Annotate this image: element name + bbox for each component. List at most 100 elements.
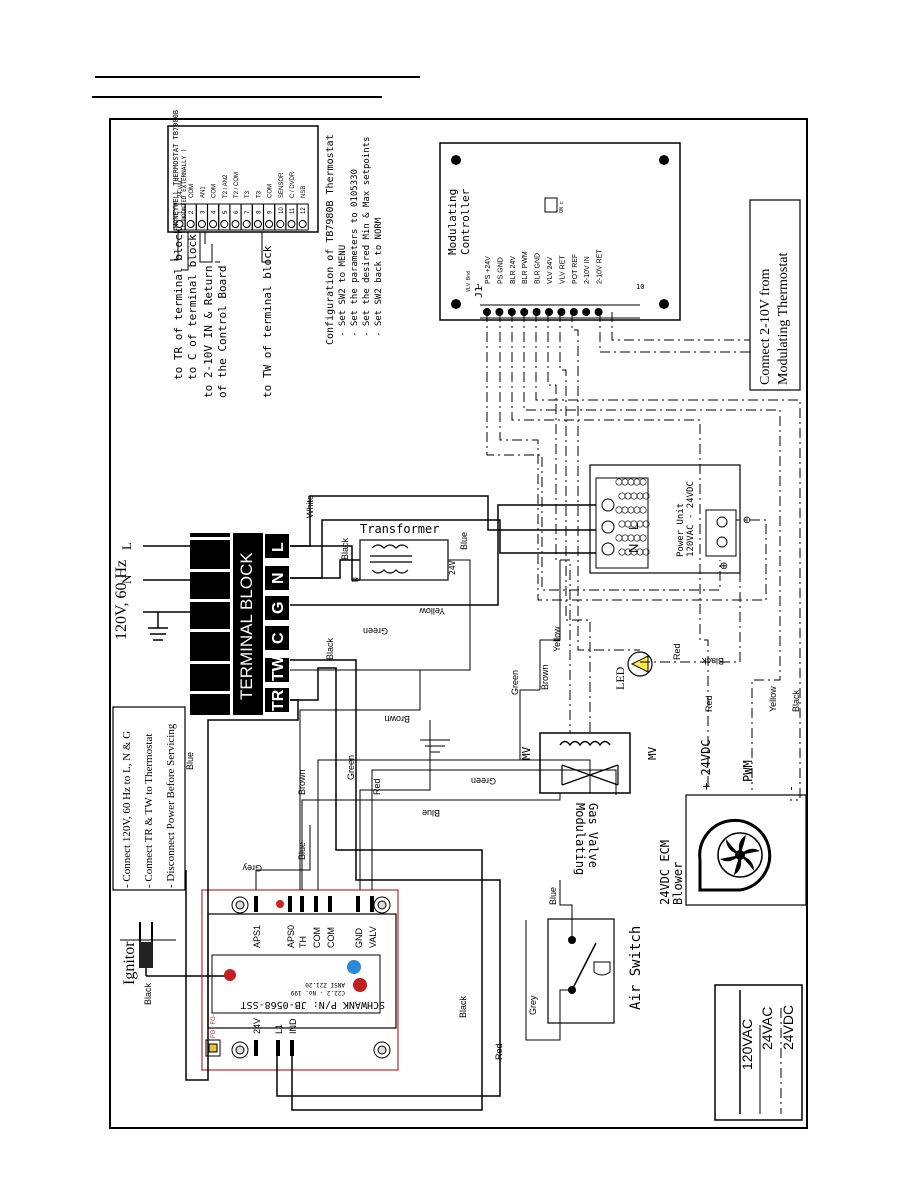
thermostat-terminal-num: 6 [234,210,240,214]
controller-pin-label: PS +24V [485,256,492,284]
controller-pin-label: 2-10V IN [584,256,591,284]
blower-plus: + 24VDC [699,739,713,790]
ignition-top-terminal: COM [312,927,322,948]
thermostat-terminal-label: C / DVDR [290,171,296,198]
note-control-board: of the Control Board [216,266,229,398]
wire-label-brown-3: Brown [297,769,307,795]
air-switch: Air Switch [547,918,644,1024]
power-unit-plus: ⊕ [719,562,730,570]
controller-pin-label: POT REF [572,254,579,284]
instructions: - Connect 120V, 60 Hz to L, N & G - Conn… [112,706,186,891]
controller-pin-first: 1 [476,283,480,291]
thermostat-terminal-label: T2 / AN2 [223,174,229,198]
config-step-1: - Set SW2 to MENU [338,245,348,337]
thermostat-terminal-label: AN1 [200,186,206,198]
config-step-4: - Set SW2 back to NORM [374,217,384,337]
thermostat-terminal-label: T2 / COM [234,172,240,198]
wire-label-grey-1: Grey [242,863,262,873]
thermostat: HONEYWELL THERMOSTAT TB7980B ( MOUNTED E… [167,110,384,398]
blower-title-2: Blower [671,862,685,905]
wire-label-green-1: Green [363,626,388,636]
wire-label-blue-3: Blue [185,752,195,770]
thermostat-terminal-num: 8 [256,210,262,214]
controller-pin-label: PS GND [497,257,504,284]
terminal-block-title: TERMINAL BLOCK [237,552,256,700]
power-supply: 120V, 60 Hz L N [113,542,190,641]
thermostat-terminal-num: 9 [268,210,274,214]
wires-24vac [255,559,617,1041]
legend-120vac: 120VAC [739,1019,755,1070]
thermostat-title: HONEYWELL THERMOSTAT TB7980B [172,110,180,228]
note-to-2-10v: to 2-10V IN & Return [202,266,215,398]
thermostat-terminal-label: COM [212,184,218,198]
ignition-bottom-terminal: L1 [274,1024,284,1034]
transformer-24v: 24V [448,560,457,575]
controller-pin-label: BLR 24V [510,256,517,284]
wire-label-red-4: Red [494,1043,504,1060]
config-step-3: - Set the desired Min & Max setpoints [362,137,372,337]
thermostat-terminal-num: 3 [200,210,206,214]
transformer-title: Transformer [360,522,439,536]
thermostat-note: ( MOUNTED EXTERNALLY ) [181,149,188,228]
terminal-c: C [270,632,287,644]
controller-pin-label: BLR GND [535,253,542,284]
thermostat-terminal-label: COM [189,184,195,198]
wire-label-red-3: Red [372,778,382,795]
wire-label-brown-2: Brown [384,714,410,724]
led-label: LED [613,666,627,690]
wire-label-white: White [305,495,315,518]
power-unit-title: Power Unit [676,503,686,557]
power-unit-minus: ⊖ [742,516,753,524]
controller-title-2: Controller [459,188,472,255]
terminal-g: G [270,602,287,614]
blower-pwm: PWM [741,760,755,782]
wires-24vdc [486,312,801,801]
modulating-controller: Modulating Controller VLV Bnd J1 1 10 ON… [439,142,681,321]
header-rule-bottom [92,96,382,98]
wire-label-black-1: Black [340,537,350,560]
ignition-part: SCHWANK P/N: JB-0568-SST [241,999,386,1010]
ignition-top-terminal: GND [354,928,364,949]
diagram-frame [109,118,808,1129]
controller-title: Modulating [446,189,459,255]
wire-label-red-2: Red [704,695,714,712]
ignition-top-terminal: COM [326,927,336,948]
legend: 120VAC 24VAC 24VDC [714,984,803,1121]
power-unit-n: N [626,544,641,553]
thermostat-terminal-num: 11 [290,207,296,214]
wire-label-blue-1: Blue [459,532,469,550]
gas-valve-title-2: Gas Valve [586,803,600,868]
mv-right: MV [646,746,659,760]
instruction-1: - Connect 120V, 60 Hz to L, N & G [121,731,133,888]
instruction-3: - Disconnect Power Before Servicing [165,723,177,888]
controller-pin-label: BLR PWM [522,251,529,284]
thermostat-terminal-label: COM [268,184,274,198]
note-to-tr: to TR of terminal block [172,227,185,380]
config-step-2: - Set the parameters to 0105330 [350,169,360,337]
controller-pins: PS +24V PS GND BLR 24V BLR PWM BLR GND VLV 24… [483,249,604,316]
controller-pin-label: VLV 24V [547,257,554,284]
wire-label-green-4: Green [346,755,356,780]
ignition-bottom-terminal: 24V [252,1018,262,1034]
mv-left: MV [520,746,533,760]
note-to-tw: to TW of terminal block [261,245,274,398]
ignitor: Ignitor [120,922,230,985]
wire-label-black-5: Black [458,995,468,1018]
legend-24vac: 24VAC [759,1007,775,1050]
thermostat-terminal-label: SENSOR [279,172,285,198]
terminal-tr: TR [270,689,287,711]
wire-label-yellow-2: Yellow [552,626,562,652]
wire-label-green-2: Green [510,670,520,695]
power-unit-vent [615,478,650,556]
controller-board-code: VLV Bnd [466,271,472,292]
ignition-top-terminal: TH [298,936,308,948]
controller-pin-label: VLV RET [559,255,566,284]
ignition-cert: ANSI Z21.20 [305,981,345,988]
wire-label-grey-2: Grey [528,995,538,1015]
controller-connector: J1 [474,286,485,298]
controller-switch: ON ⊏ [559,201,565,213]
ignition-cert-2: C22.2 - No. 199 [290,989,345,996]
